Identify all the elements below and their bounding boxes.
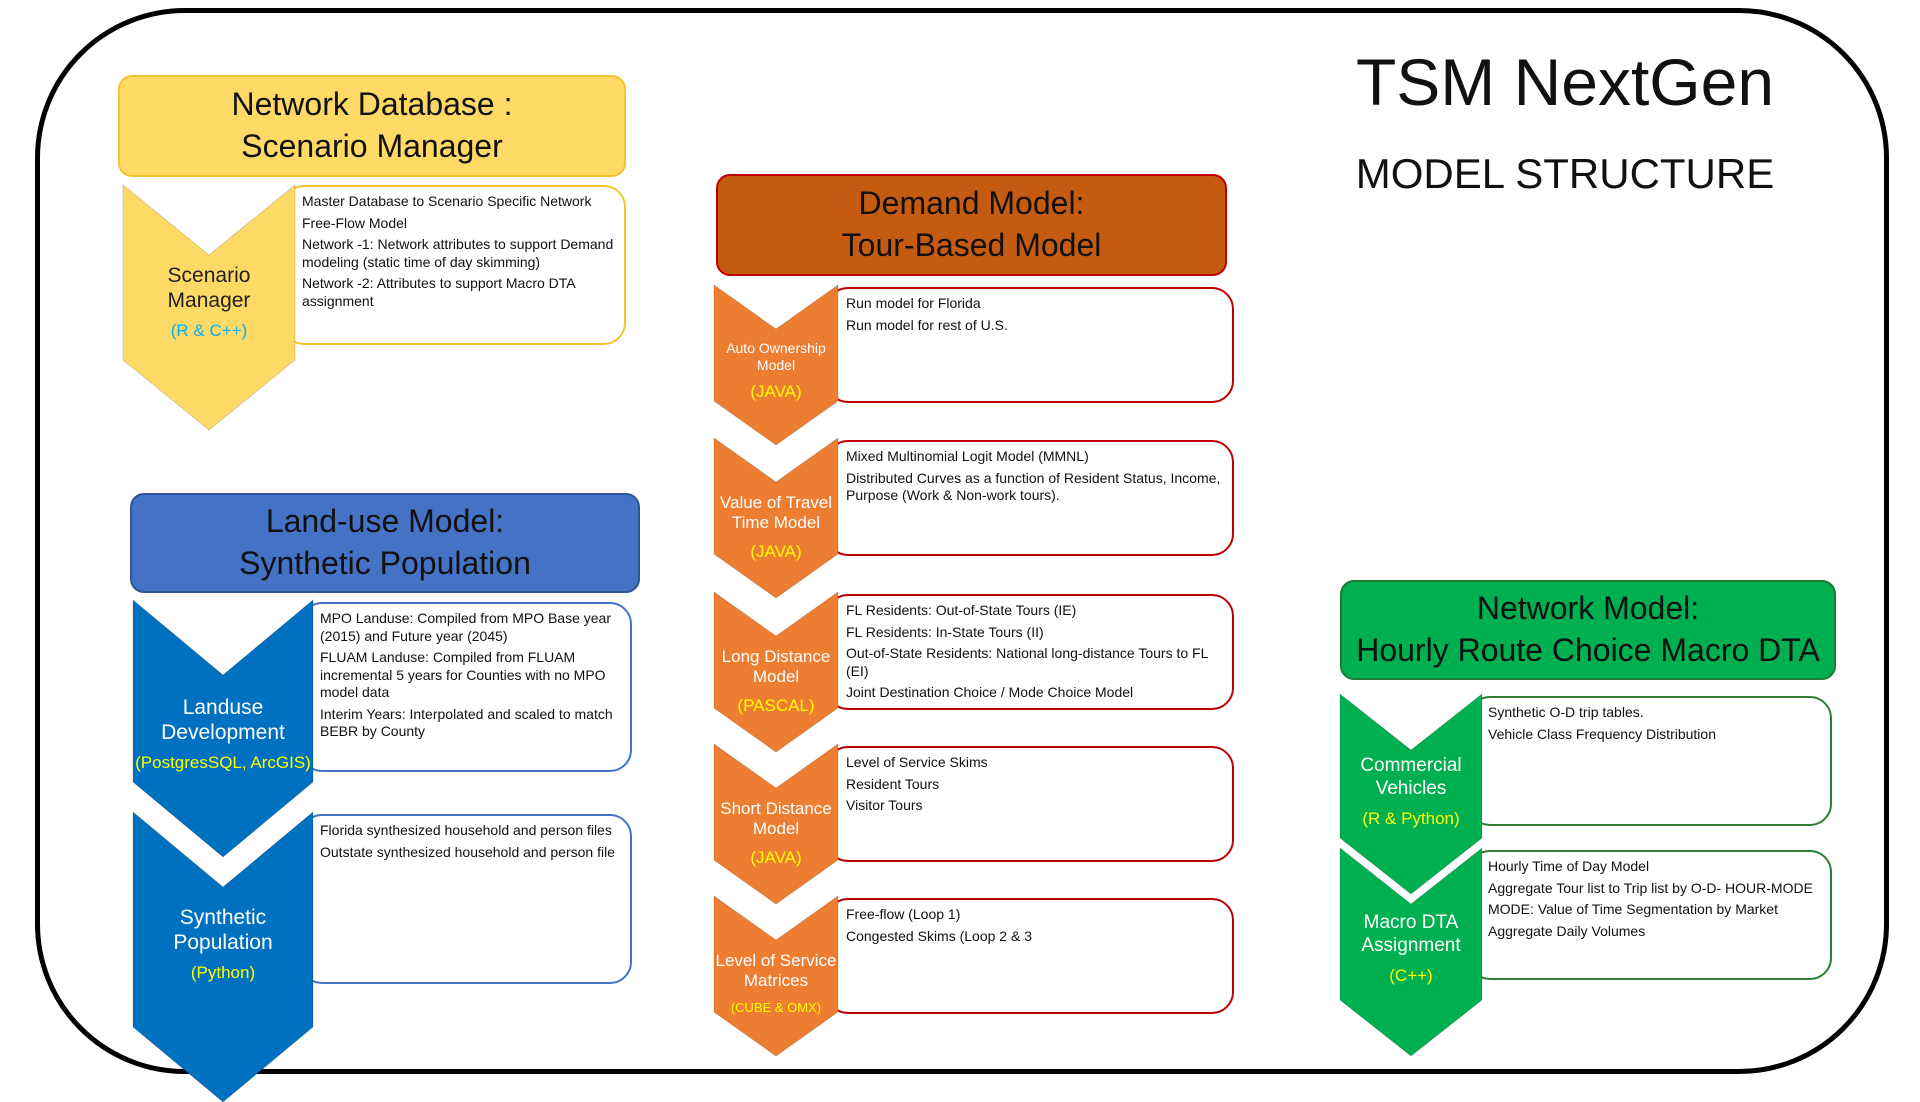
outer-frame — [35, 8, 1889, 1074]
chevron-name: Macro DTA Assignment — [1361, 912, 1461, 956]
landuse-chevron-2 — [132, 810, 314, 1102]
bullet-item: Hourly Time of Day Model — [1488, 858, 1822, 876]
bullet-item: Vehicle Class Frequency Distribution — [1488, 726, 1822, 744]
chevron-tech: (CUBE & OMX) — [730, 999, 822, 1015]
bullet-item: FL Residents: In-State Tours (II) — [846, 624, 1224, 642]
landuse-bullet-box-1: MPO Landuse: Compiled from MPO Base year… — [300, 602, 632, 772]
demand-chevron-1 — [713, 284, 839, 446]
demand-bullet-box-5: Free-flow (Loop 1) Congested Skims (Loop … — [826, 898, 1234, 1014]
bullet-item: FLUAM Landuse: Compiled from FLUAM incre… — [320, 649, 622, 702]
network-chevron-label-2: Macro DTA Assignment (C++) — [1334, 912, 1488, 986]
bullet-item: Run model for rest of U.S. — [846, 317, 1224, 335]
bullet-item: Free-flow (Loop 1) — [846, 906, 1224, 924]
bullet-item: Mixed Multinomial Logit Model (MMNL) — [846, 448, 1224, 466]
demand-chevron-4 — [713, 743, 839, 905]
bullet-list: Mixed Multinomial Logit Model (MMNL) Dist… — [830, 448, 1224, 505]
bullet-item: Florida synthesized household and person… — [320, 822, 622, 840]
network-chevron-2 — [1339, 846, 1483, 1057]
network-chevron-label-1: Commercial Vehicles (R & Python) — [1334, 755, 1488, 829]
bullet-item: MODE: Value of Time Segmentation by Mark… — [1488, 901, 1822, 919]
chevron-tech: (JAVA) — [750, 847, 802, 867]
bullet-item: Network -2: Attributes to support Macro … — [302, 275, 616, 310]
chevron-name: Level of Service Matrices — [715, 951, 837, 991]
chevron-name: Short Distance Model — [720, 799, 832, 839]
demand-chevron-3 — [713, 591, 839, 753]
network-chevron-1 — [1339, 692, 1483, 895]
demand-bullet-box-1: Run model for FloridaRun model for rest … — [826, 287, 1234, 403]
bullet-item: Out-of-State Residents: National long-di… — [846, 645, 1224, 680]
bullet-item: Level of Service Skims — [846, 754, 1224, 772]
network-bullet-box-1: Synthetic O-D trip tables. Vehicle Class … — [1468, 696, 1832, 826]
bullet-item: Master Database to Scenario Specific Net… — [302, 193, 616, 211]
scenario-bullet-box: Master Database to Scenario Specific Net… — [282, 185, 626, 345]
chevron-name: Landuse Development — [161, 696, 285, 745]
demand-chevron-2 — [713, 437, 839, 599]
landuse-chevron-1 — [132, 598, 314, 858]
bullet-item: Aggregate Tour list to Trip list by O-D-… — [1488, 880, 1822, 898]
bullet-item: Visitor Tours — [846, 797, 1224, 815]
scenario-header: Network Database : Scenario Manager — [118, 75, 626, 177]
bullet-item: Aggregate Daily Volumes — [1488, 923, 1822, 941]
chevron-name: Auto Ownership Model — [726, 340, 826, 373]
scenario-chevron-label: Scenario Manager (R & C++) — [123, 263, 295, 342]
bullet-list: Run model for FloridaRun model for rest … — [830, 295, 1224, 334]
bullet-item: MPO Landuse: Compiled from MPO Base year… — [320, 610, 622, 645]
network-header: Network Model: Hourly Route Choice Macro… — [1340, 580, 1836, 680]
demand-chevron-5 — [713, 895, 839, 1057]
bullet-item: Network -1: Network attributes to suppor… — [302, 236, 616, 271]
chevron-name: Scenario Manager — [167, 264, 251, 313]
demand-chevron-label-2: Value of Travel Time Model (JAVA) — [710, 493, 842, 562]
landuse-header: Land-use Model: Synthetic Population — [130, 493, 640, 593]
chevron-name: Commercial Vehicles — [1360, 755, 1462, 799]
network-bullet-box-2: Hourly Time of Day ModelAggregate Tour l… — [1468, 850, 1832, 980]
chevron-tech: (PostgresSQL, ArcGIS) — [135, 753, 311, 773]
demand-bullet-box-3: FL Residents: Out-of-State Tours (IE) FL … — [826, 594, 1234, 710]
demand-chevron-label-1: Auto Ownership Model (JAVA) — [710, 340, 842, 402]
bullet-item: Outstate synthesized household and perso… — [320, 844, 622, 862]
bullet-item: Distributed Curves as a function of Resi… — [846, 470, 1224, 505]
bullet-list: Florida synthesized household and person… — [304, 822, 622, 861]
bullet-item: Interim Years: Interpolated and scaled t… — [320, 706, 622, 741]
chevron-tech: (C++) — [1389, 965, 1433, 985]
bullet-item: FL Residents: Out-of-State Tours (IE) — [846, 602, 1224, 620]
demand-chevron-label-3: Long Distance Model (PASCAL) — [710, 647, 842, 716]
chevron-tech: (JAVA) — [750, 381, 802, 401]
bullet-list: Master Database to Scenario Specific Net… — [286, 193, 616, 310]
chevron-tech: (JAVA) — [750, 541, 802, 561]
demand-chevron-label-5: Level of Service Matrices (CUBE & OMX) — [710, 951, 842, 1015]
bullet-item: Synthetic O-D trip tables. — [1488, 704, 1822, 722]
chevron-name: Value of Travel Time Model — [719, 493, 833, 533]
bullet-list: Level of Service SkimsResident ToursVisi… — [830, 754, 1224, 815]
chevron-tech: (Python) — [190, 963, 256, 983]
chevron-name: Long Distance Model — [721, 647, 831, 687]
demand-chevron-label-4: Short Distance Model (JAVA) — [710, 799, 842, 868]
bullet-list: Hourly Time of Day ModelAggregate Tour l… — [1472, 858, 1822, 940]
demand-bullet-box-2: Mixed Multinomial Logit Model (MMNL) Dist… — [826, 440, 1234, 556]
bullet-list: Synthetic O-D trip tables. Vehicle Class … — [1472, 704, 1822, 743]
chevron-tech: (PASCAL) — [737, 695, 815, 715]
page-title: TSM NextGen — [1355, 45, 1775, 119]
demand-header: Demand Model: Tour-Based Model — [716, 174, 1227, 276]
page-subtitle: MODEL STRUCTURE — [1355, 150, 1775, 197]
chevron-tech: (R & Python) — [1362, 808, 1460, 828]
bullet-list: Free-flow (Loop 1) Congested Skims (Loop … — [830, 906, 1224, 945]
bullet-item: Free-Flow Model — [302, 215, 616, 233]
chevron-tech: (R & C++) — [170, 321, 248, 341]
bullet-item: Congested Skims (Loop 2 & 3 — [846, 928, 1224, 946]
bullet-item: Run model for Florida — [846, 295, 1224, 313]
bullet-item: Joint Destination Choice / Mode Choice M… — [846, 684, 1224, 702]
bullet-list: MPO Landuse: Compiled from MPO Base year… — [304, 610, 622, 741]
demand-bullet-box-4: Level of Service SkimsResident ToursVisi… — [826, 746, 1234, 862]
chevron-name: Synthetic Population — [173, 906, 273, 955]
landuse-bullet-box-2: Florida synthesized household and person… — [300, 814, 632, 984]
scenario-chevron — [122, 183, 296, 431]
landuse-chevron-label-1: Landuse Development (PostgresSQL, ArcGIS) — [130, 695, 316, 774]
landuse-chevron-label-2: Synthetic Population (Python) — [130, 905, 316, 984]
bullet-item: Resident Tours — [846, 776, 1224, 794]
bullet-list: FL Residents: Out-of-State Tours (IE) FL … — [830, 602, 1224, 702]
